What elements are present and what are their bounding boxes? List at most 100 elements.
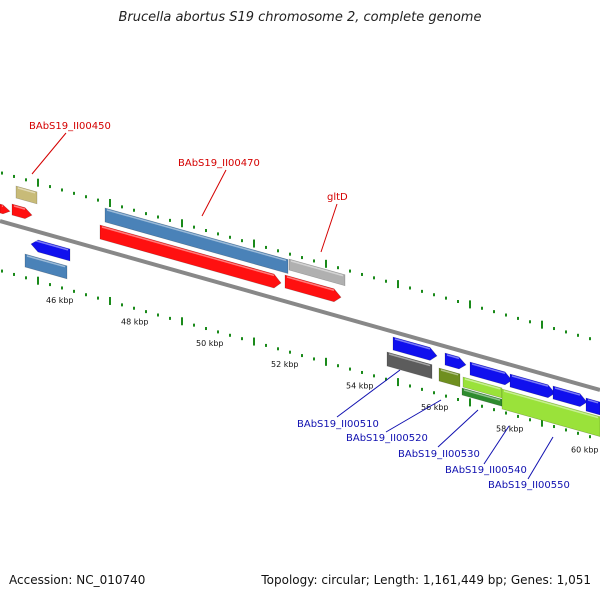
gene-highlight (388, 353, 431, 367)
minor-tick (1, 171, 3, 175)
minor-tick (85, 195, 87, 199)
gene-blue-small (444, 352, 467, 370)
backbone-line (0, 219, 600, 392)
minor-tick (385, 279, 387, 283)
gene-label-babs19-ii00530[interactable]: BAbS19_II00530 (398, 449, 480, 460)
major-tick (253, 337, 255, 346)
minor-tick (385, 377, 387, 381)
callout-babs19-ii00540 (483, 425, 510, 465)
gene-highlight (26, 255, 66, 268)
minor-tick (229, 333, 231, 337)
minor-tick (529, 418, 531, 422)
gene-label-babs19-ii00520[interactable]: BAbS19_II00520 (346, 433, 428, 444)
minor-tick (421, 387, 423, 391)
major-tick (325, 357, 327, 366)
major-tick (253, 239, 255, 248)
gene-highlight (286, 276, 335, 291)
minor-tick (445, 394, 447, 398)
major-tick (37, 178, 39, 187)
minor-tick (361, 370, 363, 374)
minor-tick (505, 411, 507, 415)
gene-red-fragment (0, 203, 11, 215)
callout-babs19-ii00520 (385, 399, 442, 433)
callout-babs19-ii00470 (201, 169, 227, 217)
minor-tick (313, 259, 315, 263)
minor-tick (493, 408, 495, 412)
minor-tick (349, 367, 351, 371)
minor-tick (229, 235, 231, 239)
gene-features (0, 185, 600, 437)
gene-babs19-ii00470 (104, 207, 289, 274)
minor-tick (373, 276, 375, 280)
major-tick (109, 296, 111, 305)
genome-stats-text: Topology: circular; Length: 1,161,449 bp… (261, 573, 591, 587)
gene-blue-5 (552, 385, 588, 407)
major-tick (469, 398, 471, 407)
callout-babs19-ii00550 (527, 436, 554, 480)
minor-tick (589, 337, 591, 341)
minor-tick (553, 327, 555, 331)
minor-tick (13, 174, 15, 178)
minor-tick (457, 300, 459, 304)
scale-label-52kbp: 52 kbp (271, 360, 299, 369)
minor-tick (205, 229, 207, 233)
minor-tick (481, 404, 483, 408)
minor-tick (217, 232, 219, 236)
gene-blue-4 (509, 373, 556, 399)
gene-highlight (13, 205, 26, 210)
minor-tick (505, 313, 507, 317)
major-tick (37, 276, 39, 285)
callout-lines (31, 132, 554, 480)
gene-highlight (106, 209, 287, 262)
minor-tick (73, 191, 75, 195)
minor-tick (349, 269, 351, 273)
scale-label-54kbp: 54 kbp (346, 382, 374, 391)
minor-tick (409, 286, 411, 290)
minor-tick (193, 323, 195, 327)
scale-label-46kbp: 46 kbp (46, 296, 74, 305)
gene-highlight (554, 387, 581, 396)
minor-tick (193, 225, 195, 229)
minor-tick (277, 249, 279, 253)
major-tick (541, 418, 543, 427)
minor-tick (577, 333, 579, 337)
minor-tick (589, 435, 591, 439)
minor-tick (217, 330, 219, 334)
gene-label-gltd[interactable]: gltD (327, 192, 348, 203)
minor-tick (49, 185, 51, 189)
gene-label-babs19-ii00510[interactable]: BAbS19_II00510 (297, 419, 379, 430)
minor-tick (157, 215, 159, 219)
map-title: Brucella abortus S19 chromosome 2, compl… (118, 10, 482, 25)
callout-babs19-ii00530 (437, 409, 479, 448)
minor-tick (25, 178, 27, 182)
gene-label-babs19-ii00540[interactable]: BAbS19_II00540 (445, 465, 527, 476)
gene-blue-upper (392, 336, 438, 361)
gene-label-babs19-ii00550[interactable]: BAbS19_II00550 (488, 480, 570, 491)
gene-label-babs19-ii00450[interactable]: BAbS19_II00450 (29, 121, 111, 132)
callout-babs19-ii00450 (31, 132, 67, 175)
gene-gltd (288, 258, 346, 287)
minor-tick (553, 425, 555, 429)
minor-tick (169, 218, 171, 222)
gene-label-babs19-ii00470[interactable]: BAbS19_II00470 (178, 158, 260, 169)
gene-highlight (290, 260, 344, 277)
minor-tick (361, 272, 363, 276)
scale-label-58kbp: 58 kbp (496, 424, 524, 433)
minor-tick (445, 296, 447, 300)
accession-text: Accession: NC_010740 (9, 573, 146, 587)
minor-tick (301, 256, 303, 260)
minor-tick (205, 327, 207, 331)
gene-highlight (471, 363, 506, 375)
major-tick (541, 320, 543, 329)
scale-label-56kbp: 56 kbp (421, 403, 449, 412)
gene-highlight (17, 187, 36, 194)
gene-highlight (32, 239, 69, 251)
minor-tick (529, 320, 531, 324)
gene-highlight (503, 390, 599, 419)
minor-tick (49, 283, 51, 287)
minor-tick (241, 337, 243, 341)
minor-tick (145, 310, 147, 314)
gene-highlight (587, 399, 599, 404)
gene-khaki (15, 185, 38, 205)
scale-label-50kbp: 50 kbp (196, 339, 224, 348)
